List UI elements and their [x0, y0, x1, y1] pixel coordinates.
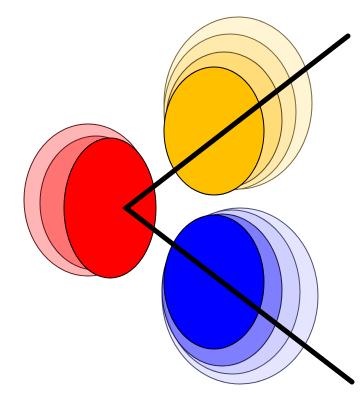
- yellow-ellipse-inner: [164, 67, 264, 195]
- yellow-ellipse-group: [164, 17, 312, 195]
- blue-ellipse-inner: [164, 215, 264, 349]
- red-ellipse-inner: [64, 138, 156, 278]
